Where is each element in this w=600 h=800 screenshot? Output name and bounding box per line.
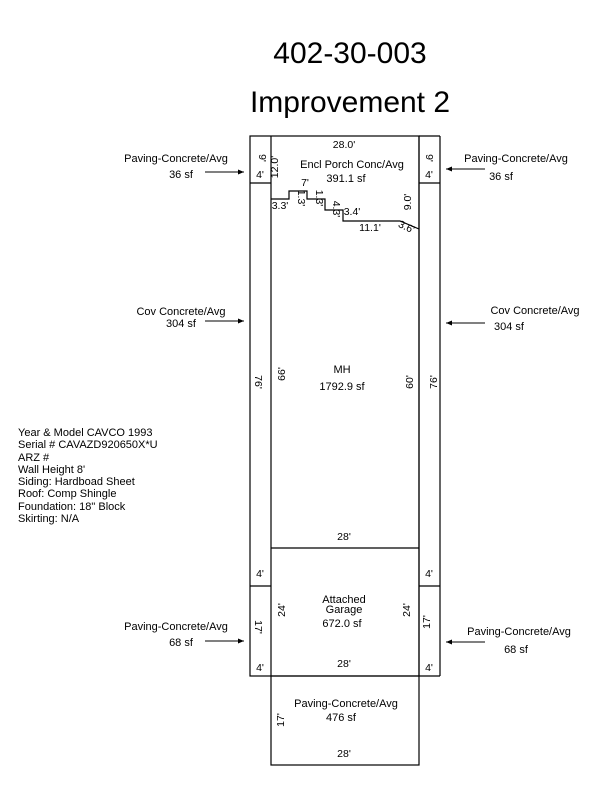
mh-area-name: MH [333,364,350,376]
dim-step-13b: 1.3' [313,190,325,207]
mobile-home-info: Year & Model CAVCO 1993 Serial # CAVAZD9… [18,427,158,525]
right-garage-arrow [446,639,485,645]
left-top-arrow [205,169,244,175]
garage-area-name-2: Garage [326,604,363,616]
dim-step-33: 3.3' [272,200,289,212]
right-top-arrow [446,166,485,172]
improvement-title: Improvement 2 [250,86,450,119]
info-line: ARZ # [18,451,50,464]
porch-area-name: Encl Porch Conc/Avg [300,159,404,171]
dim-strip-top-left: 9' [256,154,268,162]
dim-step-90: 9.0' [402,194,414,211]
dim-step-36: 3.6' [396,218,416,236]
dim-mh-right: 60' [404,375,416,389]
dim-strip-width-ml: 4' [256,568,264,580]
dim-garage-bottom: 28' [337,658,351,670]
info-line: Roof: Comp Shingle [18,488,117,501]
garage-area-name-1: Attached [322,594,365,606]
left-cov-label-name: Cov Concrete/Avg [136,306,225,318]
dim-strip-width-mr: 4' [425,568,433,580]
info-line: Year & Model CAVCO 1993 [18,427,153,439]
dim-gstrip-left: 17' [252,620,264,634]
porch-stepped-boundary [271,190,420,230]
left-garage-label-area: 68 sf [169,637,194,649]
dim-strip-width-tl: 4' [256,169,264,181]
dim-porch-height: 12.0' [269,156,281,178]
right-garage-label-area: 68 sf [504,644,529,656]
right-cov-arrow [446,320,485,326]
right-cov-label-name: Cov Concrete/Avg [490,305,579,317]
dim-garage-left: 24' [276,603,288,617]
info-line: Skirting: N/A [18,513,80,526]
right-top-label-area: 36 sf [489,171,514,183]
left-cov-label-area: 304 sf [166,318,197,330]
bottom-paving-outline [270,675,420,766]
dim-mh-left: 66' [276,367,288,381]
right-cov-label-area: 304 sf [494,321,525,333]
left-cov-arrow [205,318,244,324]
bottom-paving-name: Paving-Concrete/Avg [294,698,398,710]
info-line: Siding: Hardboad Sheet [18,476,135,489]
garage-area-value: 672.0 sf [322,618,362,630]
dim-step-34: 3.4' [344,206,361,218]
dim-paving-bottom: 28' [337,748,351,760]
dim-gstrip-width-bl: 4' [256,662,264,674]
dim-cov-right: 76' [428,375,440,389]
dim-gstrip-right: 17' [421,615,433,629]
dim-step-7: 7' [301,177,309,189]
dim-top-width: 28.0' [333,139,355,151]
dim-gstrip-width-br: 4' [425,662,433,674]
mh-area-value: 1792.9 sf [319,381,365,393]
dim-step-13a: 1.3' [295,190,307,207]
info-line: Serial # CAVAZD920650X*U [18,439,158,452]
dim-cov-left: 76' [252,375,264,389]
dim-mh-bottom: 28' [337,531,351,543]
dim-paving-height: 17' [275,713,287,727]
left-garage-arrow [205,638,244,644]
porch-area-value: 391.1 sf [326,173,366,185]
dim-strip-width-tr: 4' [425,169,433,181]
parcel-id: 402-30-003 [273,37,426,70]
info-line: Wall Height 8' [18,463,86,476]
right-top-label-name: Paving-Concrete/Avg [464,153,568,165]
left-top-label-name: Paving-Concrete/Avg [124,153,228,165]
left-garage-label-name: Paving-Concrete/Avg [124,621,228,633]
right-garage-label-name: Paving-Concrete/Avg [467,626,571,638]
dim-strip-top-right: 9' [423,154,435,162]
bottom-paving-value: 476 sf [326,712,357,724]
info-line: Foundation: 18" Block [18,500,126,513]
dim-garage-right: 24' [401,603,413,617]
dim-step-43: 4.3' [330,201,342,218]
dim-step-111: 11.1' [359,222,381,234]
left-top-label-area: 36 sf [169,169,194,181]
